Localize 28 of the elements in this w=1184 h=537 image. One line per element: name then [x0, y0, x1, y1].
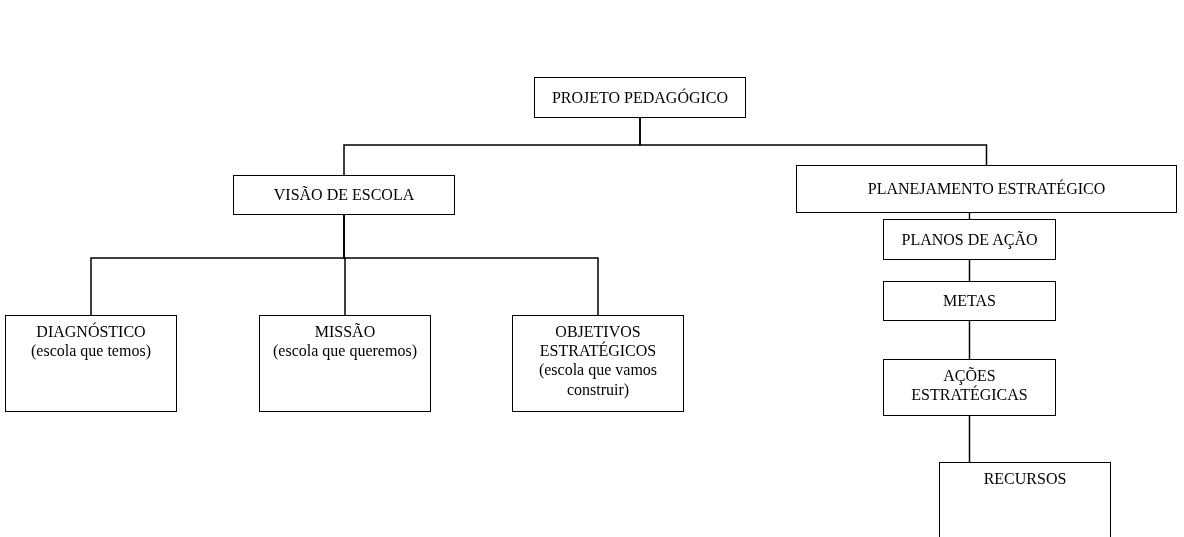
- box-label: (escola que vamos construir): [537, 360, 659, 399]
- box-label: DIAGNÓSTICO: [36, 322, 146, 342]
- connector-line: [968, 259, 971, 282]
- box-label: (escola que queremos): [273, 341, 417, 361]
- org-box: [512, 315, 684, 412]
- org-box: [796, 165, 1177, 213]
- box-label: VISÃO DE ESCOLA: [273, 185, 415, 205]
- org-box: [5, 315, 177, 412]
- connector-line: [639, 117, 988, 166]
- org-box: [233, 175, 455, 215]
- box-label: PLANEJAMENTO ESTRATÉGICO: [867, 179, 1106, 199]
- box-label: PROJETO PEDAGÓGICO: [551, 87, 729, 108]
- org-box: [534, 77, 746, 118]
- connector-line: [968, 415, 971, 463]
- connector-line: [968, 320, 971, 360]
- box-label: PLANOS DE AÇÃO: [901, 229, 1038, 250]
- connector-line: [343, 214, 599, 316]
- box-label: (escola que temos): [31, 341, 151, 361]
- org-box: [939, 462, 1111, 537]
- org-box: [883, 219, 1056, 260]
- box-label: RECURSOS: [983, 469, 1067, 489]
- box-label: METAS: [943, 291, 996, 311]
- org-box: [883, 359, 1056, 416]
- box-label: OBJETIVOS ESTRATÉGICOS: [538, 322, 658, 361]
- box-label: AÇÕES ESTRATÉGICAS: [910, 366, 1029, 405]
- org-box: [883, 281, 1056, 321]
- org-box: [259, 315, 431, 412]
- box-label: MISSÃO: [314, 322, 376, 342]
